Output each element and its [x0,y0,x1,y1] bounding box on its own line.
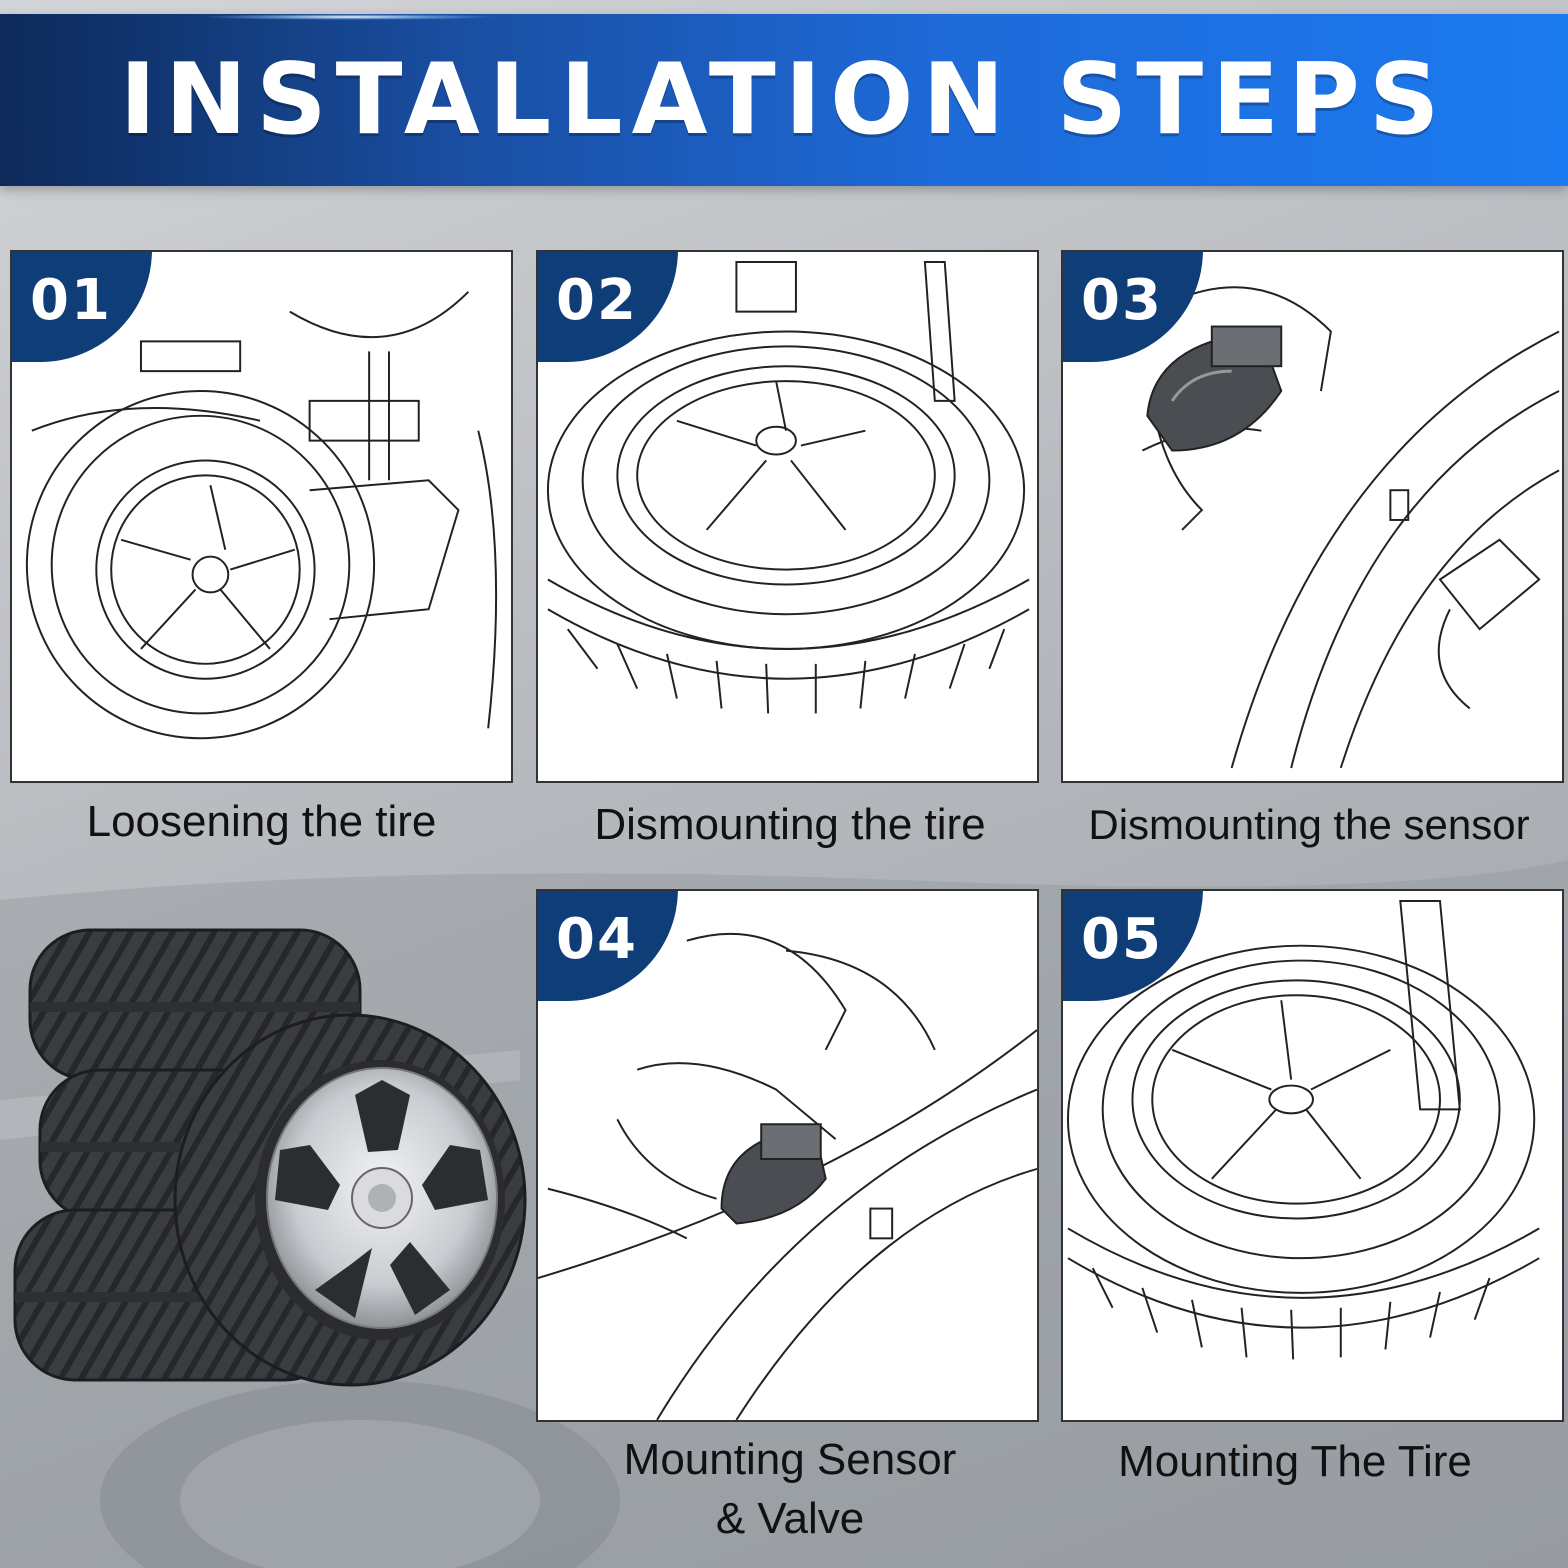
wheel-rim-illustration [546,261,1030,714]
step-04-caption-line2: & Valve [715,1494,865,1544]
step-03-panel: 03 [1061,250,1564,783]
tpms-sensor-icon [1146,325,1283,452]
step-04-caption-line1: Mounting Sensor [623,1435,957,1484]
tpms-sensor-illustration [1141,286,1560,769]
step-number-badge: 01 [12,252,152,362]
step-02-caption: Dismounting the tire [594,800,986,849]
step-number-badge: 04 [538,891,678,1001]
tire-changer-illustration [25,291,498,740]
step-05-panel: 05 [1061,889,1564,1422]
step-04-panel: 04 [536,889,1039,1422]
header-banner: INSTALLATION STEPS [0,14,1568,186]
step-01-panel: 01 [10,250,513,783]
banner-glow [200,14,500,20]
step-02-panel: 02 [536,250,1039,783]
page-title: INSTALLATION STEPS [119,43,1449,157]
step-05-caption: Mounting The Tire [1118,1437,1472,1486]
step-03-caption: Dismounting the sensor [1088,801,1530,848]
step-01-caption: Loosening the tire [86,797,437,846]
step-04-caption: Mounting Sensor & Valve [520,1430,1060,1549]
tpms-sensor-icon [720,1123,827,1225]
tire-stack-image [13,928,527,1387]
tire-mounting-illustration [1066,900,1540,1360]
